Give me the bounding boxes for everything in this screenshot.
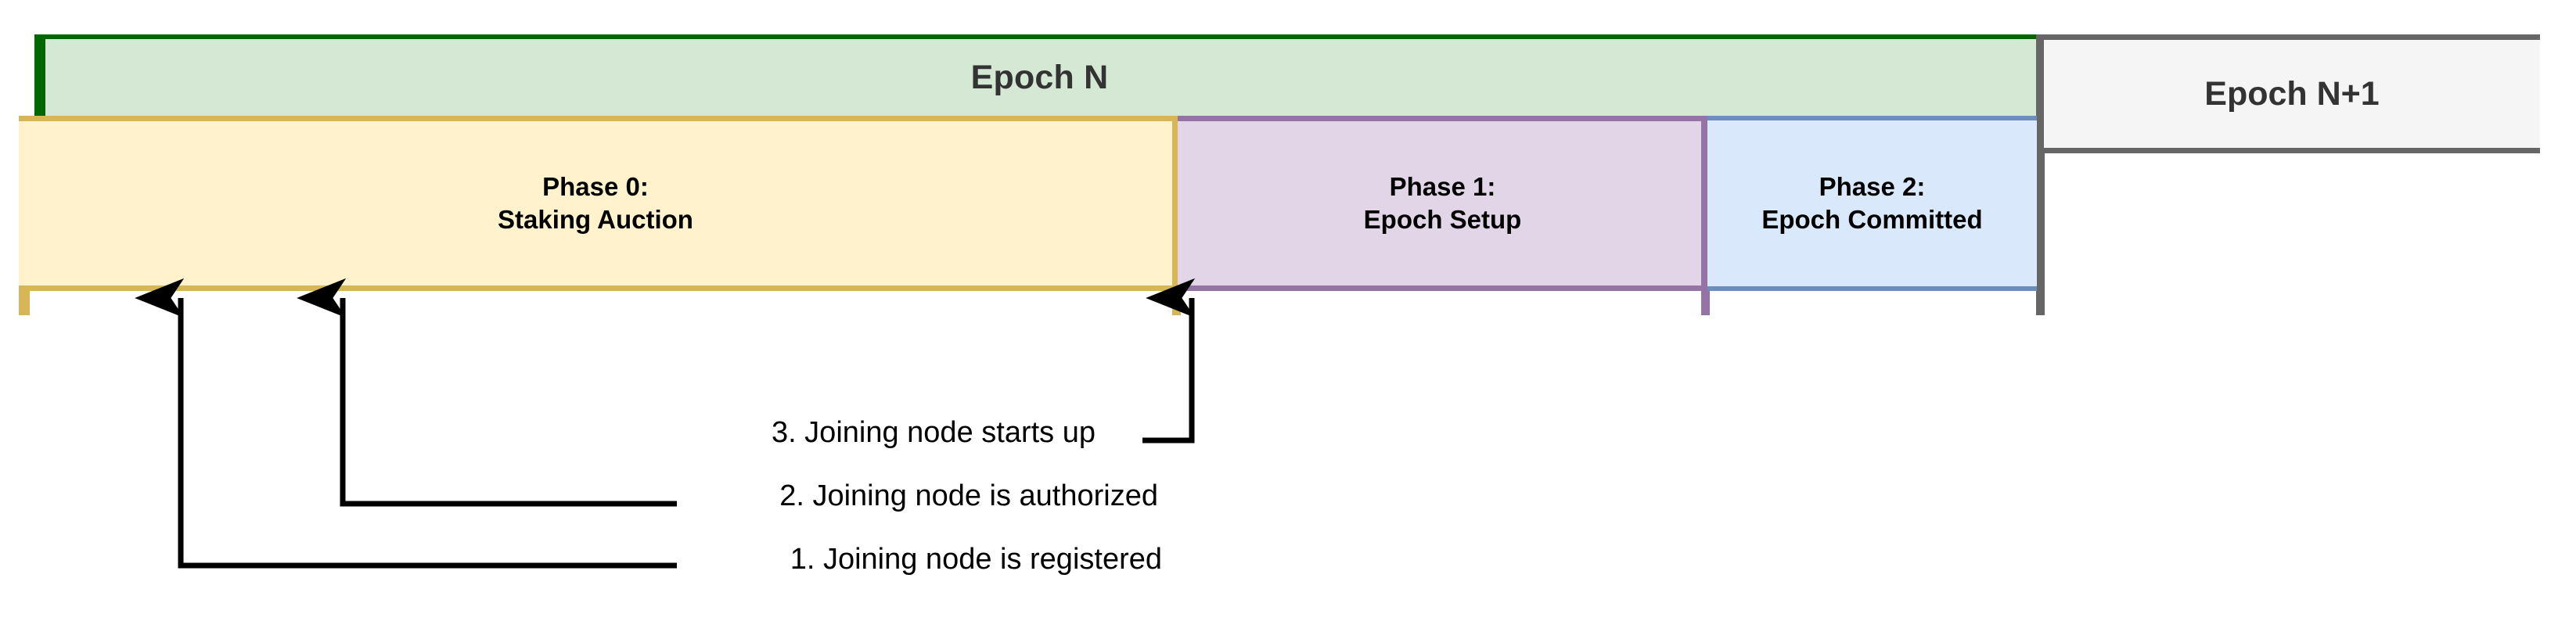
connector-event-3 — [1142, 298, 1192, 443]
phase-1-title: Phase 1: — [1389, 172, 1496, 201]
phase-0-right-divider — [1172, 116, 1181, 315]
event-3-label: 3. Joining node starts up — [771, 416, 1096, 449]
phase-2-box: Phase 2: Epoch Committed — [1707, 116, 2037, 291]
event-2-label: 2. Joining node is authorized — [779, 479, 1158, 512]
phase-1-right-divider — [1701, 116, 1710, 315]
phase-1-subtitle: Epoch Setup — [1363, 205, 1522, 234]
phase-2-subtitle: Epoch Committed — [1761, 205, 1983, 234]
phase-2-title: Phase 2: — [1819, 172, 1926, 201]
epoch-n1-box: Epoch N+1 — [2044, 34, 2540, 153]
phase-0-title: Phase 0: — [542, 172, 649, 201]
phase-0-subtitle: Staking Auction — [498, 205, 693, 234]
epoch-n-label: Epoch N — [970, 58, 1109, 96]
phase-1-box: Phase 1: Epoch Setup — [1178, 116, 1707, 291]
connector-event-2 — [343, 298, 677, 507]
epoch-n-box: Epoch N — [34, 34, 2037, 116]
phase-0-box: Phase 0: Staking Auction — [19, 116, 1178, 291]
event-1-label: 1. Joining node is registered — [790, 543, 1162, 576]
epoch-n1-label: Epoch N+1 — [2204, 74, 2380, 113]
epoch-divider — [2036, 34, 2045, 315]
